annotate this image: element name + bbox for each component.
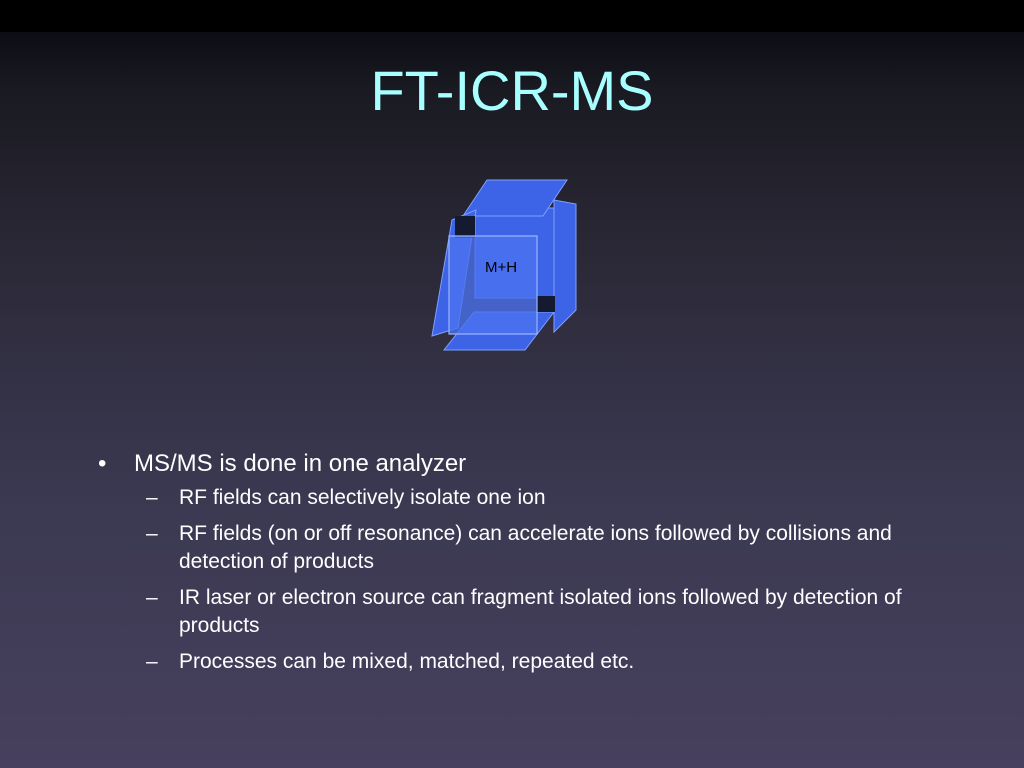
sub-bullet-marker: – <box>146 586 158 609</box>
sub-bullet-marker: – <box>146 650 158 673</box>
top-plate <box>462 179 568 217</box>
sub-bullet-item: – Processes can be mixed, matched, repea… <box>134 648 956 676</box>
front-plate <box>448 235 538 335</box>
top-band <box>0 0 1024 32</box>
sub-bullet-text: RF fields (on or off resonance) can acce… <box>179 522 892 573</box>
sub-bullet-text: Processes can be mixed, matched, repeate… <box>179 650 635 673</box>
icr-cell-svg <box>431 179 577 351</box>
sub-bullet-item: – RF fields (on or off resonance) can ac… <box>134 520 956 576</box>
bullet-marker: • <box>98 450 107 477</box>
bullet-item: • MS/MS is done in one analyzer – RF fie… <box>96 448 956 676</box>
right-plate <box>553 199 577 334</box>
corner-gap-bottom <box>537 296 555 312</box>
sub-bullet-text: IR laser or electron source can fragment… <box>179 586 902 637</box>
sub-bullet-item: – IR laser or electron source can fragme… <box>134 584 956 640</box>
bullet-text: MS/MS is done in one analyzer <box>134 450 467 477</box>
slide-title: FT-ICR-MS <box>370 59 654 122</box>
sub-bullet-marker: – <box>146 486 158 509</box>
sub-bullet-item: – RF fields can selectively isolate one … <box>134 484 956 512</box>
icr-cell-diagram <box>430 178 580 352</box>
bullet-list: • MS/MS is done in one analyzer – RF fie… <box>96 448 956 684</box>
corner-gap-top <box>455 216 475 238</box>
sub-bullet-list: – RF fields can selectively isolate one … <box>134 484 956 676</box>
sub-bullet-text: RF fields can selectively isolate one io… <box>179 486 546 509</box>
sub-bullet-marker: – <box>146 522 158 545</box>
ion-label: M+H <box>484 259 518 276</box>
